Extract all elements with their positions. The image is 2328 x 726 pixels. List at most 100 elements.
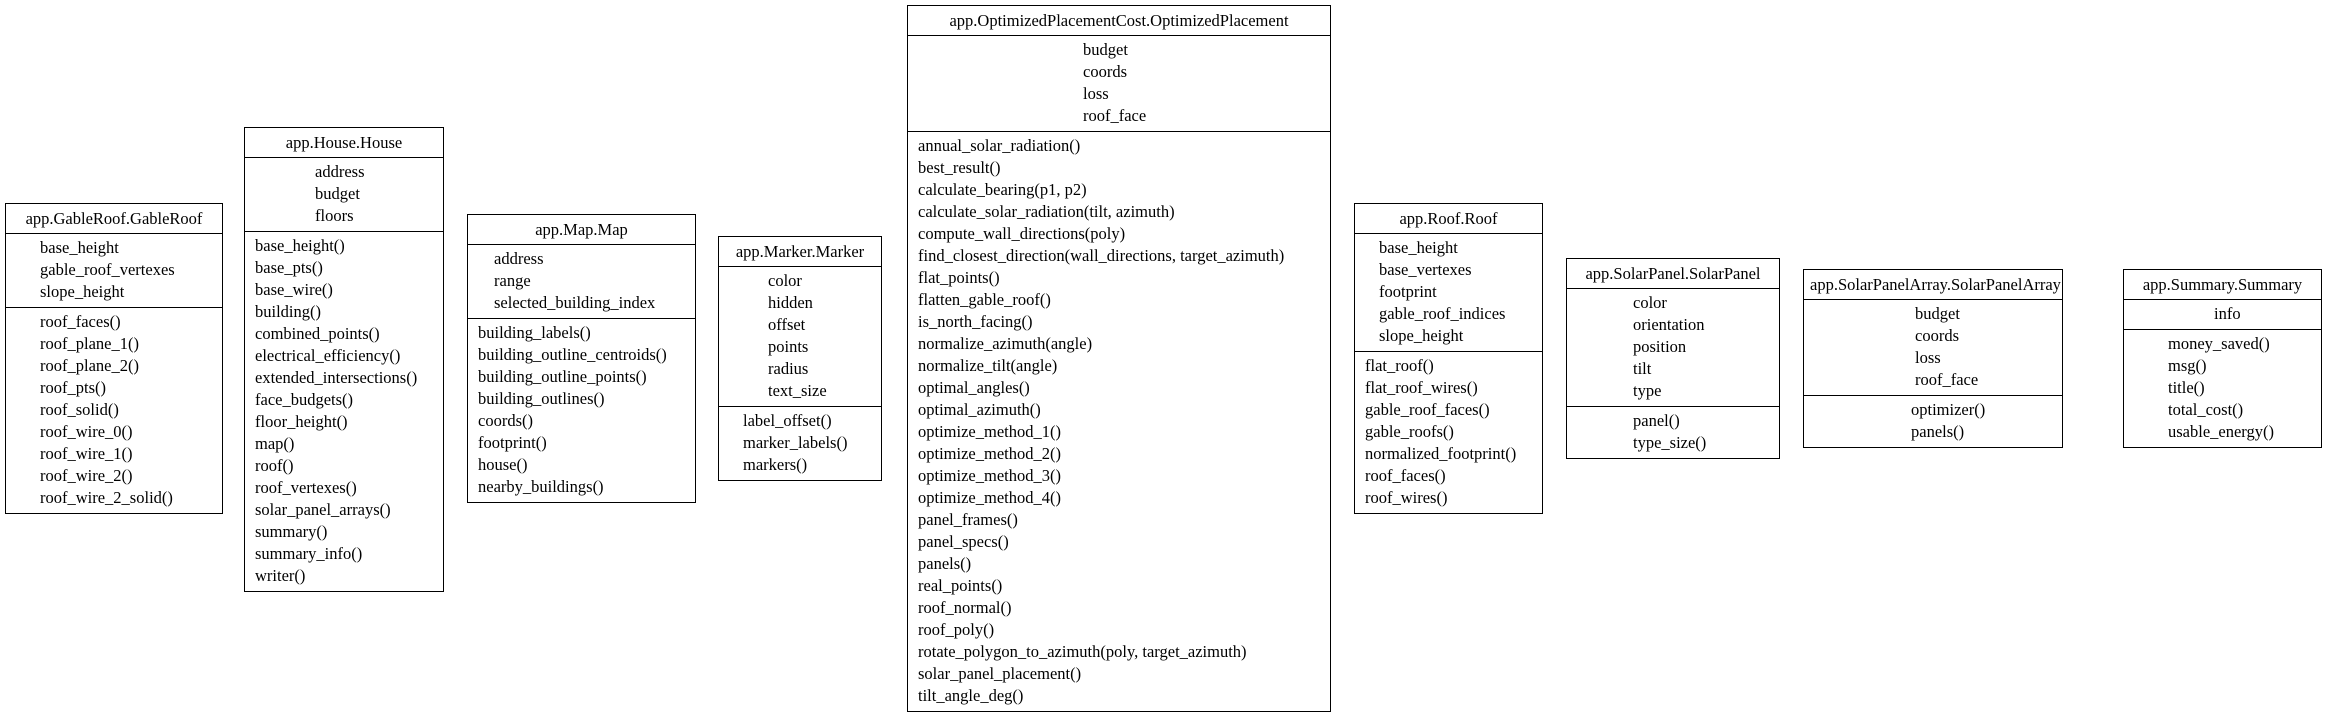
method-item: gable_roofs(): [1365, 422, 1454, 441]
method-item: flat_points(): [918, 268, 1000, 287]
attribute-item: color: [768, 271, 802, 290]
class-title: app.SolarPanelArray.SolarPanelArray: [1804, 270, 2062, 300]
method-item: panel_frames(): [918, 510, 1018, 529]
attribute-item: color: [1633, 293, 1667, 312]
attribute-item: roof_face: [1915, 370, 1979, 389]
methods-section: money_saved()msg()title()total_cost()usa…: [2124, 330, 2321, 447]
methods-section: roof_faces()roof_plane_1()roof_plane_2()…: [6, 308, 222, 513]
method-item: roof_faces(): [1365, 466, 1446, 485]
method-item: electrical_efficiency(): [255, 346, 401, 365]
method-item: markers(): [743, 455, 808, 474]
attribute-item: loss: [1915, 348, 1941, 367]
attribute-item: budget: [1083, 40, 1128, 59]
method-item: base_height(): [255, 236, 345, 255]
method-item: panel_specs(): [918, 532, 1009, 551]
method-item: compute_wall_directions(poly): [918, 224, 1126, 243]
method-item: coords(): [478, 411, 533, 430]
method-item: roof_solid(): [40, 400, 119, 419]
method-item: building_outlines(): [478, 389, 605, 408]
attribute-item: address: [494, 249, 544, 268]
attribute-item: slope_height: [40, 282, 125, 301]
method-item: flatten_gable_roof(): [918, 290, 1051, 309]
method-item: map(): [255, 434, 295, 453]
attribute-item: gable_roof_vertexes: [40, 260, 175, 279]
method-item: nearby_buildings(): [478, 477, 604, 496]
method-item: solar_panel_placement(): [918, 664, 1082, 683]
attribute-item: gable_roof_indices: [1379, 304, 1506, 323]
method-item: panel(): [1633, 411, 1680, 430]
method-item: tilt_angle_deg(): [918, 686, 1024, 705]
method-item: normalized_footprint(): [1365, 444, 1517, 463]
method-item: optimize_method_4(): [918, 488, 1061, 507]
methods-section: label_offset()marker_labels()markers(): [719, 407, 881, 480]
attribute-item: address: [315, 162, 365, 181]
method-item: optimizer(): [1911, 400, 1986, 419]
attribute-item: hidden: [768, 293, 813, 312]
method-item: calculate_bearing(p1, p2): [918, 180, 1087, 199]
method-item: real_points(): [918, 576, 1003, 595]
attribute-item: floors: [315, 206, 354, 225]
method-item: roof_wire_2(): [40, 466, 133, 485]
method-item: roof_wire_2_solid(): [40, 488, 173, 507]
attribute-item: points: [768, 337, 809, 356]
method-item: best_result(): [918, 158, 1001, 177]
method-item: panels(): [918, 554, 972, 573]
methods-section: optimizer()panels(): [1804, 396, 2062, 447]
method-item: base_pts(): [255, 258, 323, 277]
method-item: optimize_method_1(): [918, 422, 1061, 441]
method-item: is_north_facing(): [918, 312, 1033, 331]
class-title: app.OptimizedPlacementCost.OptimizedPlac…: [908, 6, 1330, 36]
method-item: building(): [255, 302, 321, 321]
attribute-item: type: [1633, 381, 1662, 400]
method-item: calculate_solar_radiation(tilt, azimuth): [918, 202, 1175, 221]
class-title: app.Map.Map: [468, 215, 695, 245]
attribute-item: base_height: [1379, 238, 1458, 257]
attribute-item: roof_face: [1083, 106, 1147, 125]
method-item: optimal_angles(): [918, 378, 1030, 397]
method-item: roof_wire_0(): [40, 422, 133, 441]
method-item: msg(): [2168, 356, 2207, 375]
class-box-solarpanel: app.SolarPanel.SolarPanel color orientati…: [1566, 258, 1780, 459]
attribute-item: offset: [768, 315, 806, 334]
method-item: usable_energy(): [2168, 422, 2274, 441]
method-item: normalize_azimuth(angle): [918, 334, 1093, 353]
methods-section: panel()type_size(): [1567, 407, 1779, 458]
class-box-optimizedplacement: app.OptimizedPlacementCost.OptimizedPlac…: [907, 5, 1331, 712]
method-item: roof_poly(): [918, 620, 995, 639]
attributes-section: color hidden offset points radius text_size: [719, 267, 881, 407]
attribute-item: selected_building_index: [494, 293, 656, 312]
method-item: marker_labels(): [743, 433, 848, 452]
method-item: gable_roof_faces(): [1365, 400, 1490, 419]
class-title: app.Summary.Summary: [2124, 270, 2321, 300]
method-item: optimize_method_2(): [918, 444, 1061, 463]
method-item: face_budgets(): [255, 390, 354, 409]
method-item: combined_points(): [255, 324, 380, 343]
class-title: app.GableRoof.GableRoof: [6, 204, 222, 234]
class-box-solarpanelarray: app.SolarPanelArray.SolarPanelArray budg…: [1803, 269, 2063, 448]
methods-section: annual_solar_radiation()best_result()cal…: [908, 132, 1330, 711]
method-item: building_labels(): [478, 323, 591, 342]
attribute-item: coords: [1083, 62, 1127, 81]
method-item: writer(): [255, 566, 306, 585]
class-title: app.SolarPanel.SolarPanel: [1567, 259, 1779, 289]
attribute-item: radius: [768, 359, 809, 378]
class-title: app.Roof.Roof: [1355, 204, 1542, 234]
class-title: app.House.House: [245, 128, 443, 158]
method-item: floor_height(): [255, 412, 348, 431]
attribute-item: footprint: [1379, 282, 1437, 301]
attribute-item: coords: [1915, 326, 1959, 345]
attribute-item: text_size: [768, 381, 827, 400]
method-item: optimal_azimuth(): [918, 400, 1041, 419]
attribute-item: orientation: [1633, 315, 1705, 334]
method-item: footprint(): [478, 433, 547, 452]
method-item: total_cost(): [2168, 400, 2244, 419]
method-item: optimize_method_3(): [918, 466, 1061, 485]
